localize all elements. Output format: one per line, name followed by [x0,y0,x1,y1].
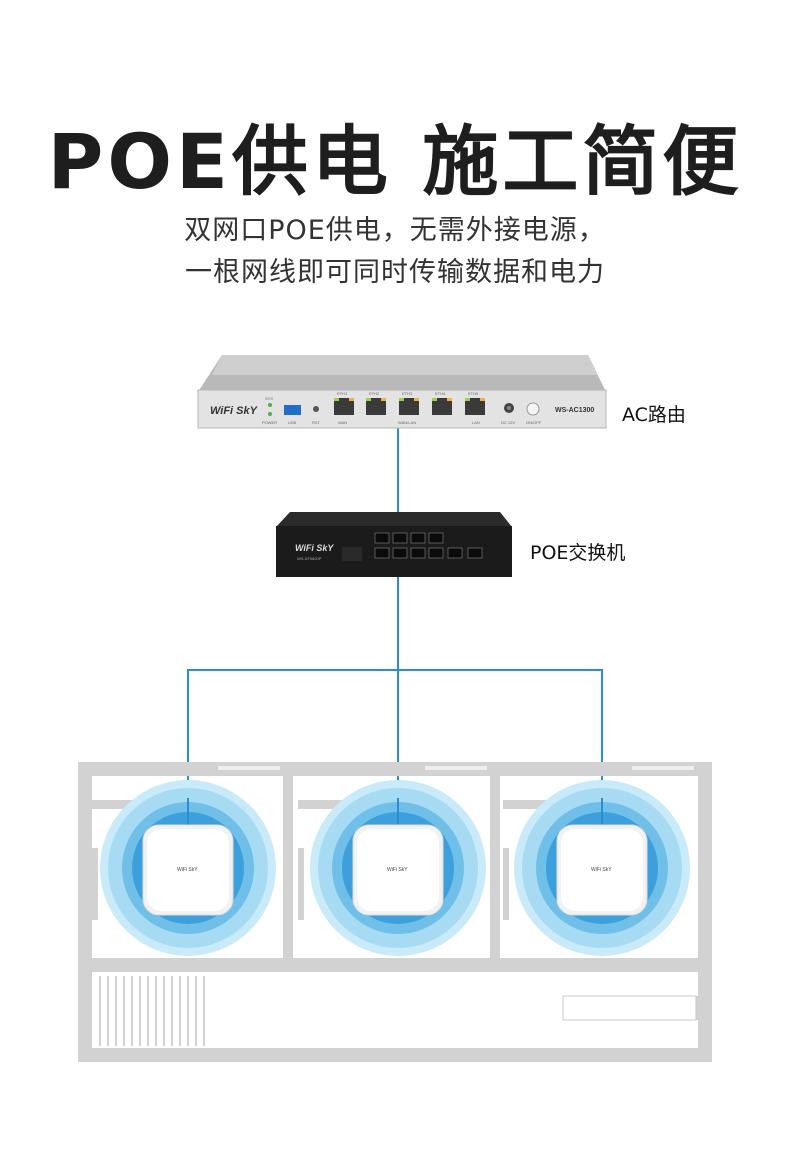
wan-lan-port-caption: WAN/LAN [398,420,416,425]
sys-led [268,403,272,407]
wan-port-caption: WAN [338,420,347,425]
ac-router-brand: WiFi SkY [210,405,259,417]
network-cables [187,428,603,800]
eth1-label: ETH1 [337,391,348,396]
switch-dip-panel [342,547,362,561]
access-point-2: WiFi SkY [352,824,444,916]
access-point-1: WiFi SkY [142,824,234,916]
poe-switch-label: POE交换机 [530,542,626,564]
dc-label: DC 12V [501,420,515,425]
poe-switch-model: WS-SF0820P [297,556,322,561]
ac-router-model: WS-AC1300 [555,407,594,414]
ap-3-brand: WiFi SkY [591,867,612,873]
power-label: POWER [262,420,277,425]
usb-label: USB [288,420,297,425]
eth5-label: ETH5 [468,391,479,396]
poe-switch: WiFi SkY WS-SF0820P [276,512,512,577]
sys-label: SYS [265,396,273,401]
poe-switch-brand: WiFi SkY [295,543,334,553]
subtitle-line-2: 一根网线即可同时传输数据和电力 [185,257,605,288]
page-title: POE供电 施工简便 [47,117,743,206]
power-button-label: ON/OFF [526,420,542,425]
eth2-label: ETH2 [369,391,380,396]
reset-hole-icon [313,406,319,412]
subtitle-line-1: 双网口POE供电，无需外接电源， [184,215,606,246]
power-led [268,412,272,416]
access-point-3: WiFi SkY [556,824,648,916]
ap-2-brand: WiFi SkY [387,867,408,873]
usb-port-icon [284,405,301,415]
eth3-label: ETH3 [402,391,413,396]
ap-1-brand: WiFi SkY [177,867,198,873]
rst-label: RST [312,420,321,425]
ac-router: WiFi SkY SYS POWER USB RST ETH1 ETH2 ETH… [197,355,607,429]
power-button-icon [526,402,540,416]
staircase [99,976,205,1046]
eth4-label: ETH4 [435,391,446,396]
ethernet-ports [334,398,485,415]
lan-port-caption: LAN [472,420,480,425]
ac-router-label: AC路由 [622,404,686,426]
switch-ports [374,532,483,559]
